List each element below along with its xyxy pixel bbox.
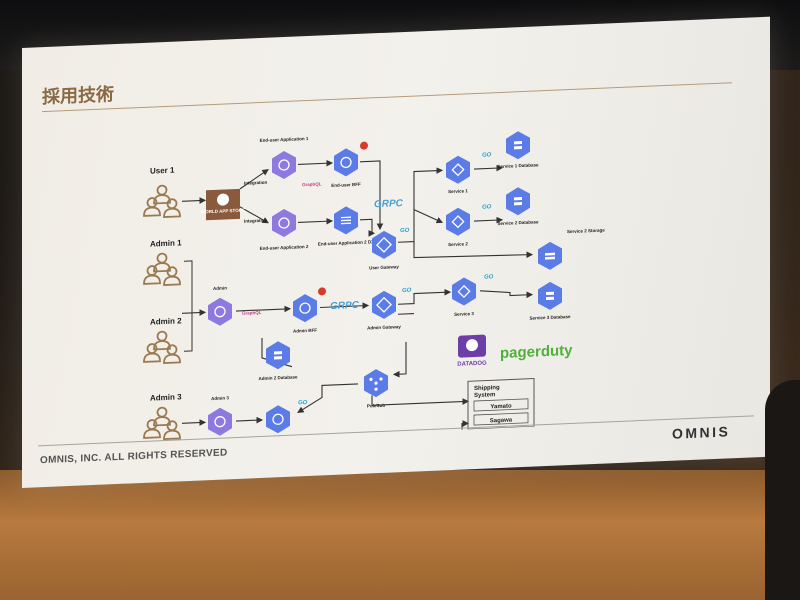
- go-label-s1: GO: [482, 152, 492, 158]
- user-gateway-node: [372, 230, 396, 260]
- admin-node: [208, 297, 232, 327]
- go-label-s3: GO: [484, 274, 494, 280]
- presenter-silhouette: [765, 380, 800, 600]
- service3-label: Service 3: [454, 311, 474, 317]
- pagerduty-label: pagerduty: [500, 342, 573, 362]
- shipping-title-2: System: [474, 392, 495, 399]
- app-store-node: WORLD APP STORE: [201, 188, 245, 221]
- actor-admin3-label: Admin 3: [150, 392, 182, 402]
- admin-group-bracket: [184, 260, 193, 352]
- pubsub-node: [364, 368, 388, 398]
- yamato-box: [473, 398, 529, 412]
- service1-db-node: [506, 130, 530, 160]
- actor-admin1: Admin 1: [143, 238, 182, 286]
- app-store-label: WORLD APP STORE: [201, 208, 245, 215]
- integration-label-2: Integration: [244, 218, 267, 224]
- admin2-db-label: Admin 2 Database: [259, 374, 298, 381]
- service2-db-node: [506, 186, 530, 216]
- admin3-svc-label: Admin 3: [269, 439, 287, 445]
- service3-db-node: [538, 281, 562, 311]
- shipping-system: Shipping System Yamato Sagawa: [467, 378, 535, 430]
- service1-label: Service 1: [448, 188, 468, 194]
- admin-gateway-label: Admin Gateway: [367, 324, 401, 330]
- projected-slide: 採用技術: [22, 16, 770, 489]
- app2-label: End-user Application 2: [260, 244, 309, 251]
- service3-node: [452, 276, 476, 306]
- app1-node: [272, 150, 296, 180]
- grpc-label-2: GRPC: [330, 300, 360, 312]
- service2-label: Service 2: [448, 241, 468, 247]
- admin2-db-node: [266, 340, 290, 370]
- pubsub-label: Pub/Sub: [367, 403, 385, 409]
- bff-label: End-user BFF: [331, 182, 361, 188]
- admin3-app-node: [208, 407, 232, 437]
- admin3-svc-node: [266, 404, 290, 434]
- nest-icon-2: [318, 287, 326, 296]
- sagawa-box: [473, 412, 529, 426]
- admin-bff-node: [293, 293, 317, 323]
- admin3-app-label: Admin 3: [211, 395, 229, 401]
- service1-node: [446, 155, 470, 185]
- service2-node: [446, 207, 470, 237]
- admin-gateway-node: [372, 290, 396, 320]
- datadog-logo: DATADOG: [457, 334, 487, 368]
- connectors: [182, 159, 534, 449]
- integration-label-1: Integration: [244, 180, 267, 186]
- nest-icon: [360, 141, 368, 150]
- service1-db-label: Service 1 Database: [497, 162, 539, 169]
- bff-node: [334, 147, 358, 177]
- service2-db-label: Service 2 Database: [497, 219, 539, 226]
- actor-admin2: Admin 2: [143, 316, 182, 364]
- actor-admin2-label: Admin 2: [150, 316, 182, 326]
- admin-label: Admin: [213, 285, 227, 291]
- service3-db-label: Service 3 Database: [529, 314, 571, 321]
- go-label-s2: GO: [482, 204, 492, 210]
- yamato-label: Yamato: [490, 403, 512, 410]
- admin-bff-label: Admin BFF: [293, 328, 317, 334]
- service2-storage-label: Service 2 Storage: [567, 228, 605, 235]
- graphql-label-2: GraphQL: [242, 310, 262, 316]
- floor-background: [0, 470, 800, 600]
- actor-user1: User 1: [143, 166, 181, 218]
- service2-storage-node: [538, 241, 562, 271]
- actor-user1-label: User 1: [150, 166, 175, 176]
- go-label-a3: GO: [298, 400, 308, 406]
- footer-brand-logo: OMNIS: [672, 423, 731, 442]
- shipping-title-1: Shipping: [474, 385, 500, 392]
- architecture-diagram: User 1 Admin 1 Admin 2 Admin 3: [143, 130, 605, 449]
- user-gateway-label: User Gateway: [369, 264, 399, 270]
- actor-admin1-label: Admin 1: [150, 238, 182, 248]
- footer-copyright: OMNIS, INC. ALL RIGHTS RESERVED: [40, 447, 228, 467]
- app2-node: [272, 208, 296, 238]
- datadog-label: DATADOG: [457, 361, 487, 368]
- go-label-agw: GO: [402, 288, 412, 294]
- app2dx-node: [334, 205, 358, 235]
- graphql-label-1: GraphQL: [302, 181, 322, 187]
- app1-label: End-user Application 1: [260, 136, 309, 143]
- grpc-label-1: GRPC: [374, 198, 404, 210]
- actor-admin3: Admin 3: [143, 392, 182, 440]
- app2dx-label: End-user Application 2 DX: [318, 239, 374, 246]
- go-label-gw: GO: [400, 228, 410, 234]
- sagawa-label: Sagawa: [490, 417, 513, 424]
